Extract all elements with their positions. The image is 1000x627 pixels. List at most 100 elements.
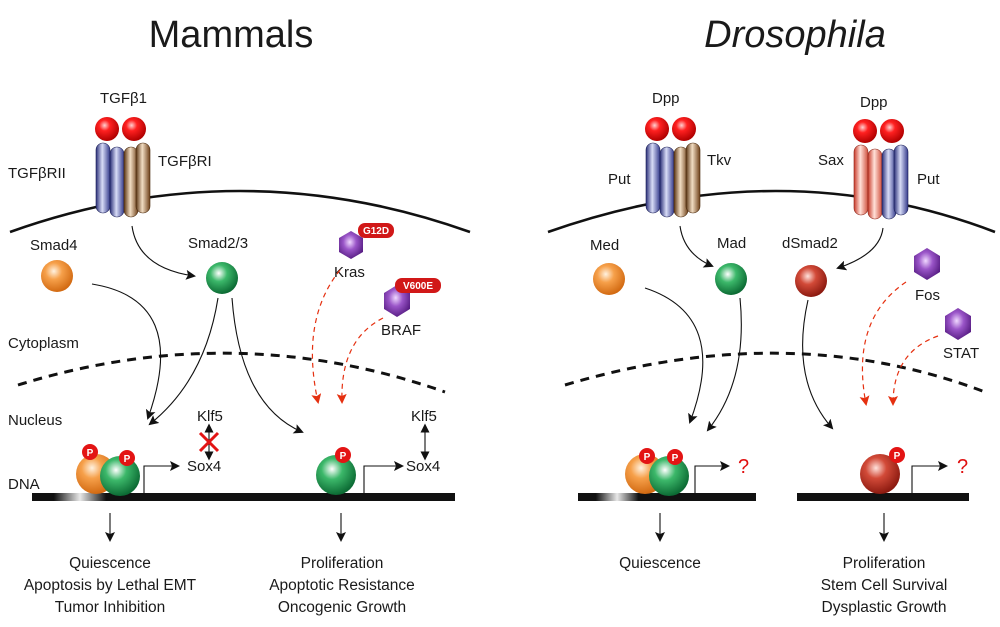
arrow-sax-to-dsmad2 <box>836 227 884 271</box>
complex-a-smad23 <box>100 456 140 496</box>
arrow-receptor-to-smad23 <box>131 225 196 280</box>
braf-label: BRAF <box>381 322 421 339</box>
mad-ball <box>715 263 747 295</box>
complex-a-p2 <box>119 450 135 466</box>
dso-complex-b-dsmad2 <box>860 454 900 494</box>
outcome-b-line2: Apoptotic Resistance <box>269 577 415 594</box>
drosophila-nuclear-envelope <box>564 351 986 394</box>
complex-a-p1 <box>82 444 98 460</box>
outcome-a-line3: Tumor Inhibition <box>55 599 166 616</box>
kras-mutation-text: G12D <box>363 226 389 237</box>
sox4-a-label: Sox4 <box>187 458 221 475</box>
ligand-right-ball <box>122 117 146 141</box>
arrow-dsmad2-to-nucleus <box>802 299 834 430</box>
stat-red-arrow <box>888 335 939 406</box>
tgfbrii-label: TGFβRII <box>8 165 66 182</box>
klf5-b-label: Klf5 <box>411 408 437 425</box>
put-a-receptor <box>645 142 675 218</box>
dso-promoter-arrow-a <box>694 461 730 493</box>
dsmad2-ball <box>795 265 827 297</box>
braf-mutation-text: V600E <box>403 281 433 292</box>
mammals-panel: TGFβ1 TGFβRII TGFβRI Smad4 Smad2/3 G12D … <box>8 90 471 616</box>
complex-b-p-text: P <box>340 451 347 462</box>
ligand-left-ball <box>95 117 119 141</box>
dsmad2-label: dSmad2 <box>782 235 838 252</box>
outcome-b-line1: Proliferation <box>301 555 384 572</box>
cytoplasm-label: Cytoplasm <box>8 335 79 352</box>
klf5-a-label: Klf5 <box>197 408 223 425</box>
tkv-label: Tkv <box>707 152 732 169</box>
sax-receptor <box>853 144 883 220</box>
dso-promoter-arrow-b <box>911 461 948 493</box>
unknown-target-a: ? <box>738 456 749 478</box>
fos-hexagon <box>914 248 940 280</box>
fos-red-arrow <box>859 281 907 406</box>
dna-label: DNA <box>8 476 40 493</box>
drosophila-panel: Dpp Put Tkv Dpp Sax Put Med Mad dSmad2 <box>547 90 996 616</box>
med-ball <box>593 263 625 295</box>
stat-label: STAT <box>943 345 979 362</box>
complex-b-smad23 <box>316 455 356 495</box>
smad4-label: Smad4 <box>30 237 78 254</box>
dpp-a-left-ball <box>645 117 669 141</box>
complex-a-p2-text: P <box>124 454 131 465</box>
mad-label: Mad <box>717 235 746 252</box>
drosophila-membrane <box>547 189 996 234</box>
tgfbri-receptor <box>123 142 151 218</box>
outcome-b-line3: Oncogenic Growth <box>278 599 406 616</box>
kras-label: Kras <box>334 264 365 281</box>
smad23-ball <box>206 262 238 294</box>
complex-b-p <box>335 447 351 463</box>
dso-complex-a-p1 <box>639 448 655 464</box>
tgfbri-label: TGFβRI <box>158 153 212 170</box>
outcome-a-line1: Quiescence <box>69 555 151 572</box>
arrow-tkv-to-mad <box>679 225 714 268</box>
arrow-smad23-to-complex-b <box>231 297 304 434</box>
nucleus-label: Nucleus <box>8 412 62 429</box>
dso-dna-strand-right <box>797 493 969 501</box>
mammals-nuclear-envelope <box>17 351 446 394</box>
kras-hexagon <box>339 231 363 259</box>
sax-label: Sax <box>818 152 844 169</box>
braf-mutation-tag <box>395 278 441 293</box>
dso-complex-a-mad <box>649 456 689 496</box>
title-mammals: Mammals <box>149 14 314 56</box>
arrow-mad-to-nucleus <box>706 297 742 432</box>
arrow-smad23-to-complex-a <box>148 297 219 426</box>
dso-dna-strand-left <box>578 493 756 501</box>
dpp-b-label: Dpp <box>860 94 888 111</box>
med-label: Med <box>590 237 619 254</box>
tgfbrii-receptor <box>95 142 125 218</box>
kras-mutation-tag <box>358 223 394 238</box>
smad23-label: Smad2/3 <box>188 235 248 252</box>
dna-strand-right <box>247 493 455 501</box>
dso-complex-a-p2 <box>667 449 683 465</box>
blocked-cross-icon <box>198 431 220 453</box>
stat-hexagon <box>945 308 971 340</box>
promoter-arrow-a <box>143 461 180 493</box>
tkv-receptor <box>673 142 701 218</box>
put-a-label: Put <box>608 171 631 188</box>
fos-label: Fos <box>915 287 940 304</box>
dna-strand-left <box>32 493 250 501</box>
smad4-ball <box>41 260 73 292</box>
ligand-tgfb1-label: TGFβ1 <box>100 90 147 107</box>
mammals-membrane <box>9 189 471 234</box>
title-drosophila: Drosophila <box>704 14 886 56</box>
outcome-a-line2: Apoptosis by Lethal EMT <box>24 577 197 594</box>
dso-outcome-b-line1: Proliferation <box>843 555 926 572</box>
dso-outcome-a-line1: Quiescence <box>619 555 701 572</box>
sox4-b-label: Sox4 <box>406 458 440 475</box>
dso-complex-b-p-text: P <box>894 451 901 462</box>
dso-complex-b-p <box>889 447 905 463</box>
dpp-a-label: Dpp <box>652 90 680 107</box>
complex-a-p1-text: P <box>87 448 94 459</box>
dpp-b-left-ball <box>853 119 877 143</box>
arrow-smad4-to-nucleus <box>91 283 161 420</box>
braf-red-arrow <box>336 317 384 404</box>
dso-complex-a-p2-text: P <box>672 453 679 464</box>
arrow-med-to-nucleus <box>644 287 704 424</box>
dpp-b-right-ball <box>880 119 904 143</box>
kras-red-arrow <box>311 269 341 404</box>
dso-outcome-b-line3: Dysplastic Growth <box>822 599 947 616</box>
